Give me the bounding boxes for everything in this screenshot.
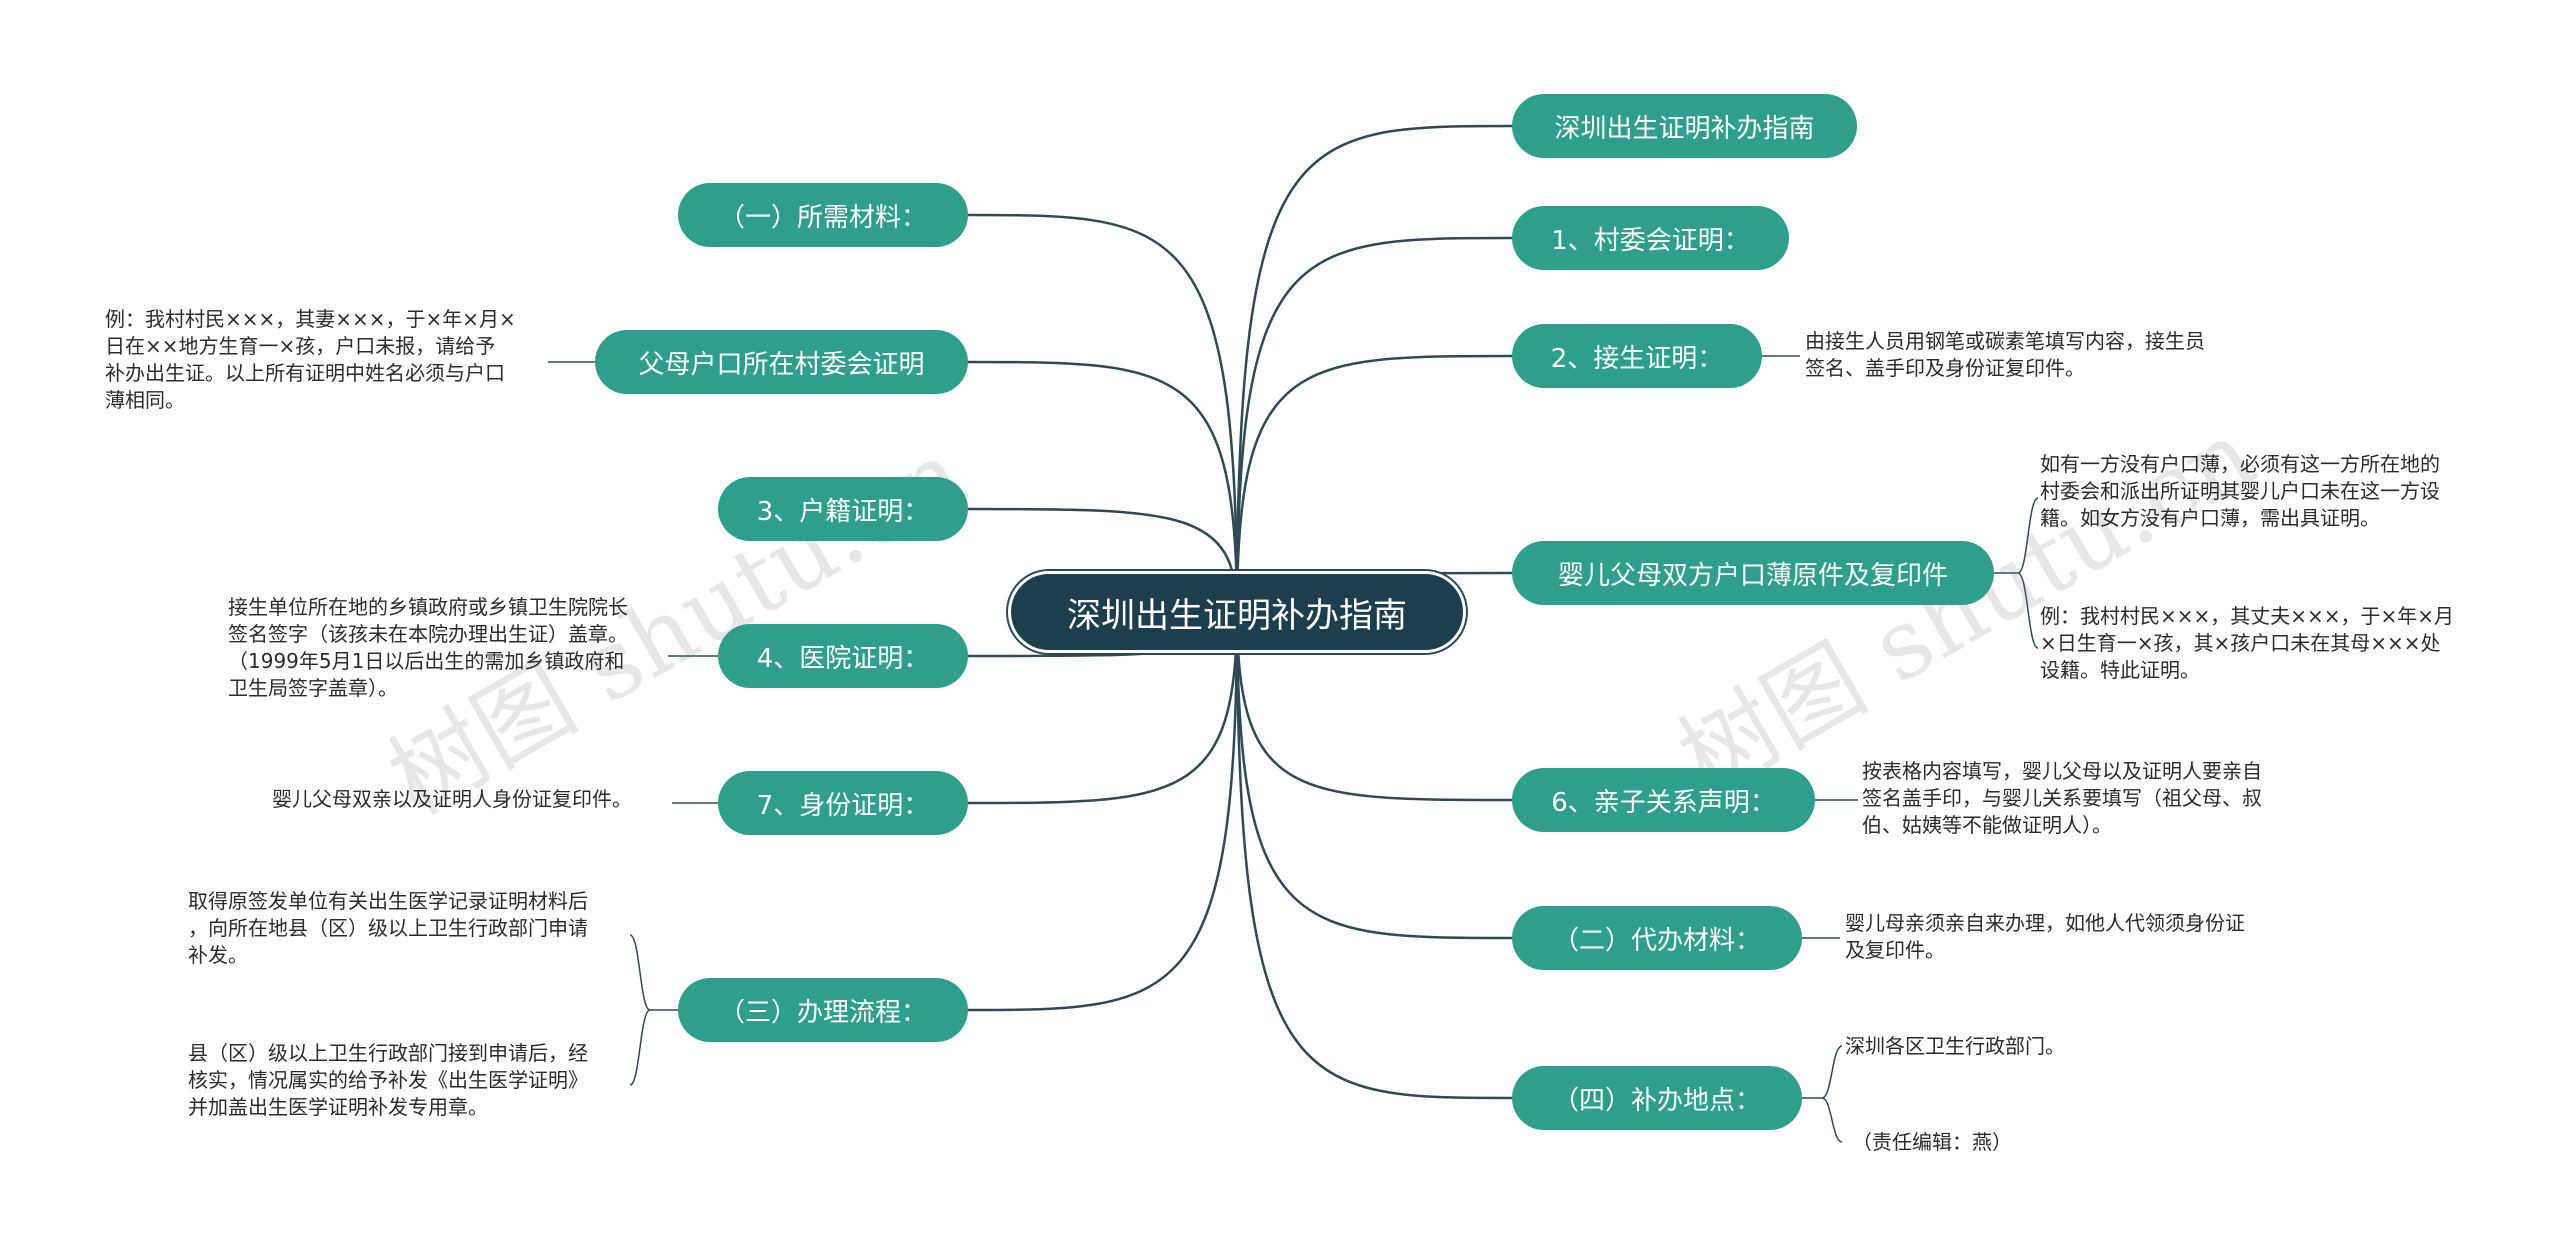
topic-procedure[interactable]: （三）办理流程： xyxy=(678,978,968,1042)
topic-parent-declaration[interactable]: 6、亲子关系声明： xyxy=(1512,768,1815,832)
note-delivery-proof: 由接生人员用钢笔或碳素笔填写内容，接生员 签名、盖手印及身份证复印件。 xyxy=(1805,329,2205,380)
note-location-dept: 深圳各区卫生行政部门。 xyxy=(1845,1034,2065,1058)
topic-hospital-proof[interactable]: 4、医院证明： xyxy=(718,624,968,688)
note-procedure-step-1: 取得原签发单位有关出生医学记录证明材料后 ，向所在地县（区）级以上卫生行政部门申… xyxy=(188,889,588,967)
note-procedure-step-2: 县（区）级以上卫生行政部门接到申请后，经 核实，情况属实的给予补发《出生医学证明… xyxy=(188,1041,588,1119)
connector-left-1 xyxy=(967,360,1239,613)
connector-left-0 xyxy=(967,213,1239,613)
connector-right-6 xyxy=(1235,611,1513,1100)
note-editor: （责任编辑：燕） xyxy=(1852,1130,2012,1154)
topic-identity-proof[interactable]: 7、身份证明： xyxy=(718,771,968,835)
topic-household-register[interactable]: 婴儿父母双方户口薄原件及复印件 xyxy=(1512,541,1994,605)
note-village-committee-example: 例：我村村民×××，其妻×××，于×年×月× 日在××地方生育一×孩，户口未报，… xyxy=(105,307,516,412)
topic-proxy-materials[interactable]: （二）代办材料： xyxy=(1512,906,1802,970)
connector-left-4 xyxy=(967,611,1239,805)
topic-delivery-proof[interactable]: 2、接生证明： xyxy=(1512,324,1762,388)
topic-location[interactable]: （四）补办地点： xyxy=(1512,1066,1802,1130)
topic-village-proof[interactable]: 1、村委会证明： xyxy=(1512,206,1789,270)
note-hospital-proof: 接生单位所在地的乡镇政府或乡镇卫生院院长 签名签字（该孩未在本院办理出生证）盖章… xyxy=(228,595,628,700)
topic-required-materials[interactable]: （一）所需材料： xyxy=(678,183,968,247)
note-proxy-materials: 婴儿母亲须亲自来办理，如他人代领须身份证 及复印件。 xyxy=(1845,911,2245,962)
note-line-location xyxy=(1802,1045,1843,1143)
connector-right-0 xyxy=(1235,124,1513,613)
central-topic[interactable]: 深圳出生证明补办指南 xyxy=(1008,571,1466,653)
connector-right-2 xyxy=(1235,354,1513,613)
topic-household-proof[interactable]: 3、户籍证明： xyxy=(718,477,968,541)
connector-left-5 xyxy=(967,611,1239,1012)
note-line-household xyxy=(1994,497,2039,649)
note-household-example: 例：我村村民×××，其丈夫×××，于×年×月 ×日生育一×孩，其×孩户口未在其母… xyxy=(2040,604,2455,682)
topic-guide-title[interactable]: 深圳出生证明补办指南 xyxy=(1512,94,1857,158)
connector-right-1 xyxy=(1235,236,1513,613)
topic-village-committee-proof[interactable]: 父母户口所在村委会证明 xyxy=(595,330,968,394)
note-line-procedure xyxy=(629,934,678,1086)
connector-right-5 xyxy=(1235,611,1513,940)
note-household-missing: 如有一方没有户口薄，必须有这一方所在地的 村委会和派出所证明其婴儿户口未在这一方… xyxy=(2040,452,2440,530)
note-identity-proof: 婴儿父母双亲以及证明人身份证复印件。 xyxy=(272,787,632,811)
note-parent-declaration: 按表格内容填写，婴儿父母以及证明人要亲自 签名盖手印，与婴儿关系要填写（祖父母、… xyxy=(1862,759,2262,837)
connector-right-4 xyxy=(1235,611,1513,802)
